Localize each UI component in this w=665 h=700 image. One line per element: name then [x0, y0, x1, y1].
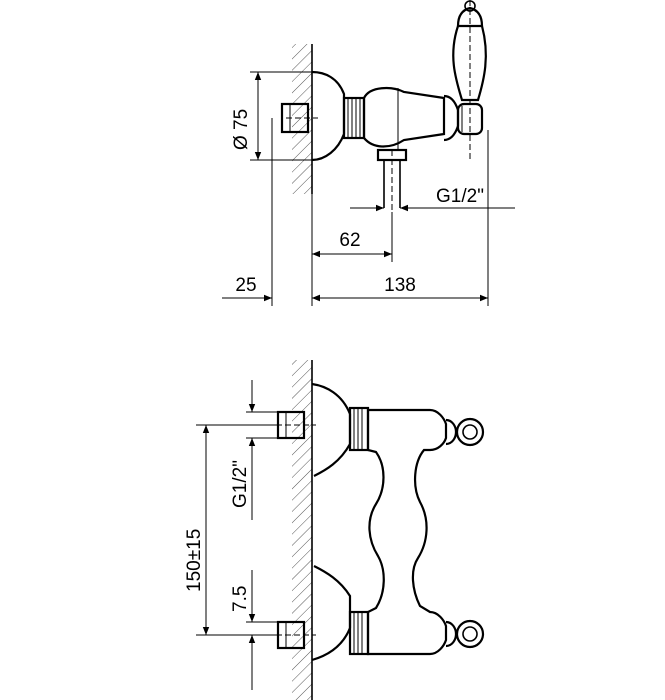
handle-collar-top — [443, 94, 460, 142]
union-nut-upper-front — [348, 406, 370, 452]
dimension-thread-front: G1/2" — [230, 380, 278, 520]
handle-upper-front — [445, 417, 485, 447]
mixer-body-front — [366, 408, 448, 656]
offset-label: 7.5 — [230, 586, 251, 612]
union-nut-lower-front — [348, 610, 370, 656]
outlet-top — [376, 148, 408, 212]
dimension-thread-top: G1/2" — [350, 186, 515, 212]
rosette-front-lower — [311, 565, 352, 662]
dim-138-label: 138 — [384, 275, 416, 296]
dimension-25: 25 — [222, 275, 330, 302]
rosette-front-upper — [311, 382, 352, 477]
front-view: 150±15 G1/2" 7.5 — [184, 360, 485, 700]
lever-handle-top — [452, 0, 487, 160]
rosette-top — [311, 70, 346, 162]
dimension-62: 62 — [312, 212, 393, 262]
centers-label: 150±15 — [184, 529, 205, 592]
thread-label-top: G1/2" — [436, 186, 484, 207]
dimension-diameter: Ø 75 — [231, 71, 312, 161]
mixer-body-top — [362, 86, 446, 148]
union-nut-top — [342, 96, 366, 140]
top-view: Ø 75 G1/2" 62 25 138 — [222, 0, 515, 306]
thread-label-front: G1/2" — [230, 460, 251, 508]
inlet-nipple-top — [280, 102, 318, 134]
handle-lower-front — [445, 619, 485, 649]
dim-62-label: 62 — [339, 230, 360, 251]
wall-top — [292, 44, 313, 194]
dim-25-label: 25 — [235, 275, 256, 296]
diameter-label: Ø 75 — [231, 109, 252, 150]
dimension-138: 138 — [312, 275, 488, 302]
dimension-centers: 150±15 — [184, 424, 278, 636]
dimension-offset: 7.5 — [230, 570, 278, 690]
wall-front — [292, 360, 313, 700]
